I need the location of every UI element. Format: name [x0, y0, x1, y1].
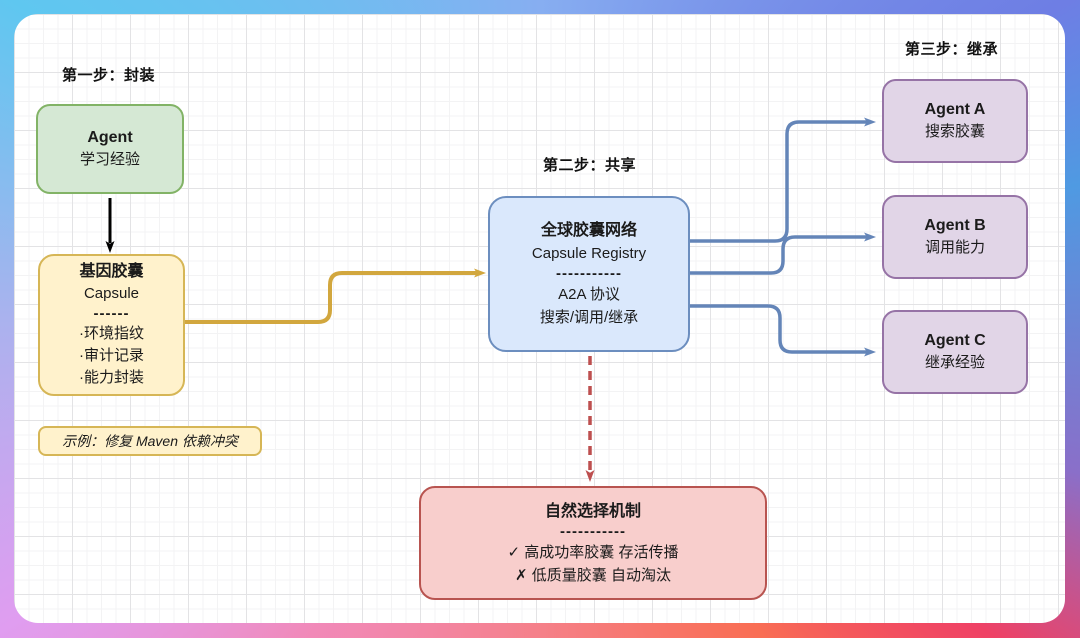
agent-a-subtitle: 搜索胶囊: [924, 123, 985, 140]
agent-b-node: Agent B 调用能力: [882, 195, 1028, 279]
registry-divider: -----------: [556, 265, 622, 282]
agent-b-title: Agent B: [924, 217, 986, 234]
registry-actions: 搜索/调用/继承: [539, 309, 639, 326]
agent-node: Agent 学习经验: [36, 104, 184, 194]
example-note-text: 示例：修复 Maven 依赖冲突: [62, 433, 238, 449]
registry-title: 全球胶囊网络: [540, 222, 637, 239]
step-3-label: 第三步：继承: [905, 41, 999, 58]
agent-b-subtitle: 调用能力: [924, 239, 985, 256]
selection-keep-line: ✓ 高成功率胶囊 存活传播: [507, 543, 679, 561]
registry-node: 全球胶囊网络 Capsule Registry ----------- A2A …: [488, 196, 690, 352]
capsule-bullet: ·环境指纹: [79, 325, 144, 342]
agent-a-node: Agent A 搜索胶囊: [882, 79, 1028, 163]
capsule-subtitle: Capsule: [83, 285, 140, 302]
capsule-divider: ------: [93, 305, 130, 322]
agent-a-title: Agent A: [924, 101, 986, 118]
agent-title: Agent: [87, 129, 133, 146]
agent-c-subtitle: 继承经验: [924, 354, 985, 371]
step-1-label: 第一步：封装: [62, 67, 156, 84]
selection-divider: -----------: [560, 522, 626, 540]
agent-c-node: Agent C 继承经验: [882, 310, 1028, 394]
agent-c-title: Agent C: [924, 332, 986, 349]
agent-subtitle: 学习经验: [79, 151, 140, 168]
selection-title: 自然选择机制: [544, 502, 641, 520]
capsule-node: 基因胶囊 Capsule ------ ·环境指纹 ·审计记录 ·能力封装: [38, 254, 185, 396]
step-2-label: 第二步：共享: [543, 157, 637, 174]
registry-protocol: A2A 协议: [558, 286, 620, 303]
selection-drop-line: ✗ 低质量胶囊 自动淘汰: [515, 566, 671, 584]
example-note: 示例：修复 Maven 依赖冲突: [38, 426, 262, 456]
registry-subtitle: Capsule Registry: [531, 245, 647, 262]
selection-node: 自然选择机制 ----------- ✓ 高成功率胶囊 存活传播 ✗ 低质量胶囊…: [419, 486, 767, 600]
capsule-title: 基因胶囊: [79, 263, 144, 280]
capsule-bullet: ·能力封装: [79, 369, 144, 386]
capsule-bullet: ·审计记录: [79, 347, 144, 364]
